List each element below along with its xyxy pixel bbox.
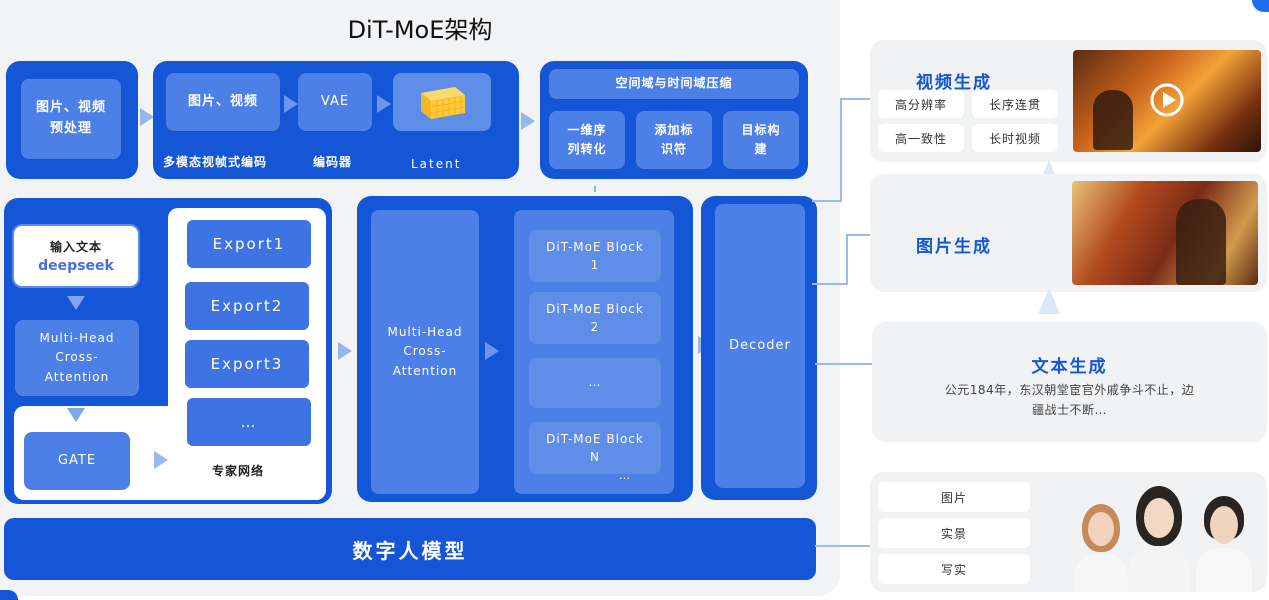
arrow-right-icon	[485, 342, 499, 360]
video-tag-3: 高一致性	[878, 124, 964, 152]
video-gen-title: 视频生成	[916, 73, 992, 93]
arrow-right-icon	[338, 342, 352, 360]
arrow-right-icon	[140, 108, 154, 126]
expert-1: Export1	[187, 220, 311, 268]
dh-tag-1: 图片	[878, 482, 1030, 512]
moe-group: 输入文本 deepseek Multi-Head Cross- Attentio…	[4, 198, 332, 504]
connector-line	[846, 234, 848, 285]
connector-line	[840, 98, 872, 100]
video-gen-card: 视频生成 高分辨率 长序连贯 高一致性 长时视频	[870, 40, 1267, 162]
video-tag-1: 高分辨率	[878, 90, 964, 118]
decoder-group: Decoder	[701, 196, 817, 500]
compress-item-3: 目标构 建	[723, 111, 799, 169]
vae-label: 编码器	[313, 155, 353, 169]
diagram-title: DiT-MoE架构	[347, 16, 493, 44]
avatar	[1128, 486, 1190, 592]
corner-accent	[1252, 0, 1269, 12]
connector-line	[812, 200, 842, 202]
dit-group: Multi-Head Cross- Attention DiT-MoE Bloc…	[357, 196, 693, 502]
latent-label: Latent Fames	[411, 157, 462, 177]
compress-item-2: 添加标 识符	[636, 111, 712, 169]
expert-more: …	[187, 398, 311, 446]
avatar	[1196, 496, 1252, 592]
dit-block-2: DiT-MoE Block 2	[529, 292, 661, 344]
digital-human-card: 图片 实景 写实	[870, 472, 1267, 592]
connector-line	[840, 98, 842, 202]
digital-human-model-bar: 数字人模型	[4, 518, 816, 580]
latent-tile	[393, 73, 491, 131]
arrow-right-icon	[284, 95, 298, 113]
corner-accent	[0, 590, 18, 600]
video-figure	[1093, 90, 1133, 150]
input-text-box: 输入文本 deepseek	[12, 224, 140, 288]
expert-2: Export2	[185, 282, 309, 330]
image-figure	[1176, 199, 1226, 285]
dit-block-n: DiT-MoE Block N	[529, 422, 661, 474]
encode-tile: 图片、视频	[166, 73, 280, 131]
expert-3: Export3	[185, 340, 309, 388]
expert-network-label: 专家网络	[212, 464, 265, 478]
image-gen-title: 图片生成	[916, 237, 992, 257]
gate-tile: GATE	[24, 432, 130, 490]
encode-label: 多模态视帧式编码	[163, 155, 268, 169]
preprocess-tile: 图片、视频 预处理	[21, 79, 121, 159]
preprocess-group: 图片、视频 预处理	[6, 61, 138, 179]
blocks-tail-ellipsis: …	[619, 469, 630, 482]
text-gen-body: 公元184年，东汉朝堂宦官外戚争斗不止，边 疆战士不断…	[944, 383, 1195, 418]
dh-tag-2: 实景	[878, 518, 1030, 548]
decoder-tile: Decoder	[715, 204, 805, 488]
play-icon[interactable]	[1149, 82, 1185, 118]
image-gen-card: 图片生成	[870, 174, 1267, 292]
vae-tile: VAE	[298, 73, 372, 131]
arrow-down-icon	[67, 296, 85, 310]
connector-line	[815, 363, 873, 365]
compress-item-1: 一维序 列转化	[549, 111, 625, 169]
dit-block-more: …	[529, 358, 661, 408]
text-gen-title: 文本生成	[1031, 357, 1108, 377]
encoding-group: 图片、视频 多模态视帧式编码 VAE 编码器 Latent Fames	[153, 61, 519, 179]
connector-line	[815, 545, 873, 547]
dh-tag-3: 写实	[878, 554, 1030, 584]
video-tag-2: 长序连贯	[972, 90, 1058, 118]
connector-line	[812, 283, 848, 285]
arrow-right-icon	[521, 112, 535, 130]
compression-title: 空间域与时间域压缩	[549, 69, 799, 99]
connector-line	[846, 234, 872, 236]
compression-group: 空间域与时间域压缩 一维序 列转化 添加标 识符 目标构 建	[540, 61, 808, 179]
arrow-down-icon	[67, 408, 85, 422]
image-thumbnail[interactable]	[1072, 181, 1258, 285]
latent-grid-icon	[421, 87, 466, 119]
moe-mha-tile: Multi-Head Cross- Attention	[15, 320, 139, 396]
video-thumbnail[interactable]	[1073, 50, 1261, 152]
video-tag-4: 长时视频	[972, 124, 1058, 152]
dit-block-1: DiT-MoE Block 1	[529, 230, 661, 282]
arrow-right-icon	[154, 451, 168, 469]
text-gen-card: 文本生成 公元184年，东汉朝堂宦官外戚争斗不止，边 疆战士不断…	[872, 322, 1267, 442]
arrow-right-icon	[377, 95, 391, 113]
deepseek-logo: deepseek	[38, 258, 114, 274]
avatar	[1074, 504, 1128, 592]
arrow-up-icon	[1038, 288, 1060, 314]
input-text-label: 输入文本	[49, 240, 102, 254]
mha-tile: Multi-Head Cross- Attention	[371, 210, 479, 494]
